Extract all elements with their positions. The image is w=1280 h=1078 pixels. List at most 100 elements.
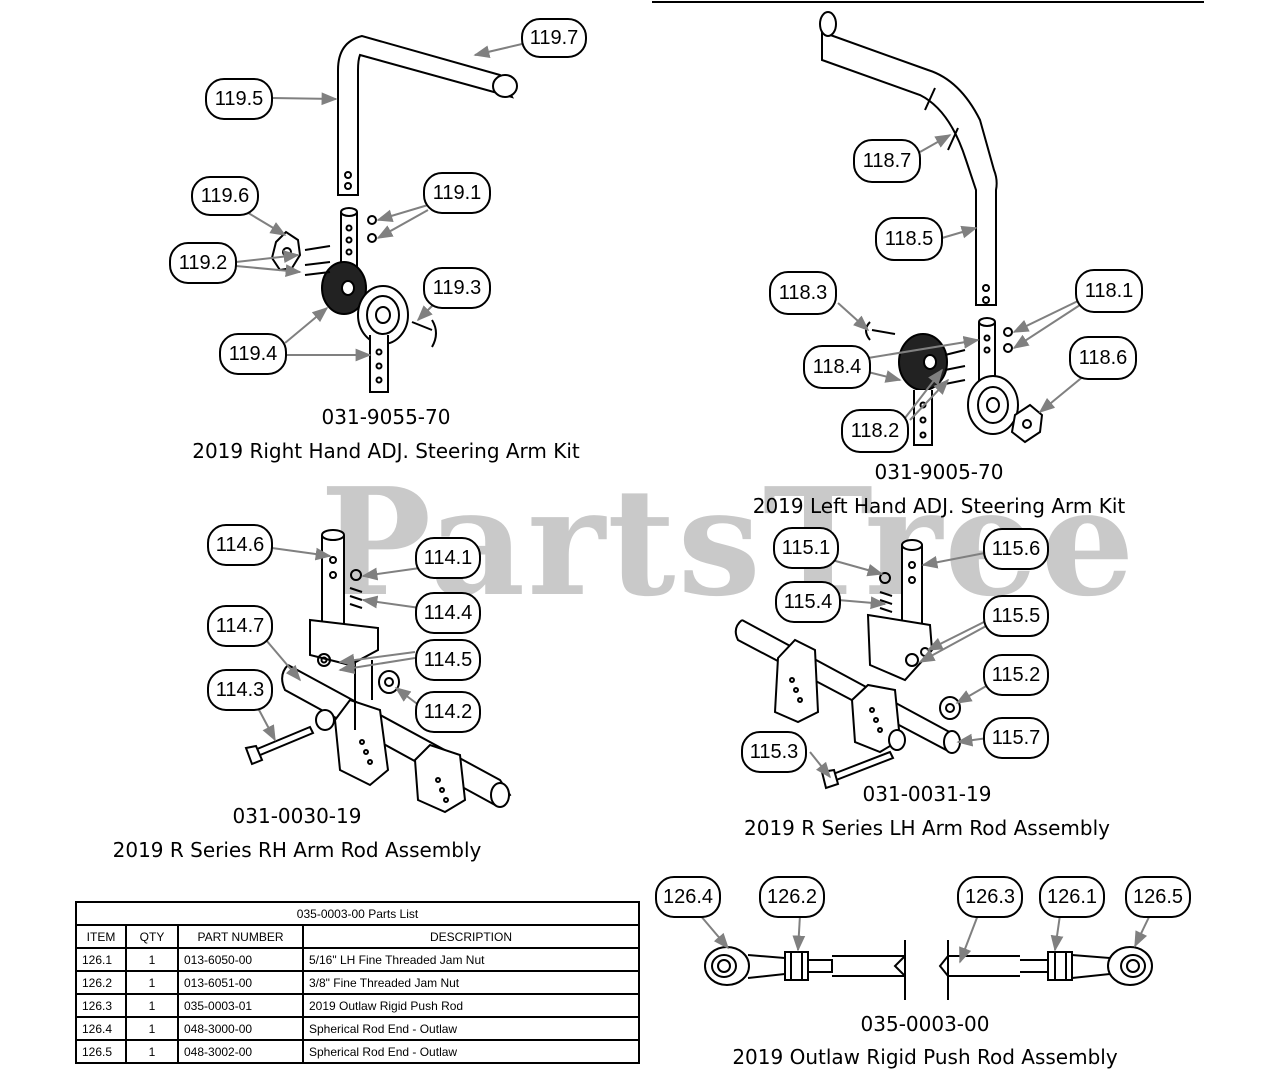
callout-119-5: 119.5 — [205, 78, 273, 120]
callout-label: 118.3 — [779, 282, 828, 304]
callout-114-1: 114.1 — [415, 537, 481, 579]
callout-label: 114.4 — [424, 602, 473, 624]
callout-119-7: 119.7 — [521, 18, 587, 58]
callout-114-5: 114.5 — [415, 639, 481, 681]
callout-126-1: 126.1 — [1039, 876, 1105, 918]
rh-rod-part-number: 031-0030-19 — [232, 804, 362, 828]
column-header-qty: QTY — [125, 924, 179, 949]
cell-item: 126.1 — [75, 947, 127, 972]
leader-lines — [235, 43, 1151, 964]
callout-115-5: 115.5 — [983, 595, 1049, 637]
cell-qty: 1 — [125, 1016, 179, 1041]
parts-list-table: 035-0003-00 Parts List ITEM QTY PART NUM… — [75, 901, 640, 1064]
lh-kit-part-number: 031-9005-70 — [874, 460, 1004, 484]
callout-label: 118.6 — [1079, 347, 1128, 369]
table-row: 126.1 1 013-6050-00 5/16" LH Fine Thread… — [75, 947, 640, 972]
table-row: 126.5 1 048-3002-00 Spherical Rod End - … — [75, 1039, 640, 1064]
cell-part-number: 013-6051-00 — [177, 970, 304, 995]
parts-list-title: 035-0003-00 Parts List — [75, 901, 640, 926]
lh-rod-part-number: 031-0031-19 — [862, 782, 992, 806]
callout-118-4: 118.4 — [803, 345, 871, 389]
callout-label: 118.1 — [1085, 280, 1134, 302]
callout-label: 115.7 — [992, 727, 1041, 749]
lh-kit-name: 2019 Left Hand ADJ. Steering Arm Kit — [752, 494, 1126, 518]
push-rod-drawing — [704, 940, 1153, 1000]
cell-part-number: 048-3002-00 — [177, 1039, 304, 1064]
callout-119-3: 119.3 — [423, 267, 491, 309]
callout-126-2: 126.2 — [759, 876, 825, 918]
callout-label: 114.5 — [424, 649, 473, 671]
column-header-part-number: PART NUMBER — [177, 924, 304, 949]
callout-126-3: 126.3 — [957, 876, 1023, 918]
cell-part-number: 048-3000-00 — [177, 1016, 304, 1041]
lh-arm-rod-drawing — [734, 539, 961, 790]
callout-115-4: 115.4 — [775, 581, 841, 623]
rh-kit-part-number: 031-9055-70 — [321, 405, 451, 429]
table-row: 126.2 1 013-6051-00 3/8" Fine Threaded J… — [75, 970, 640, 995]
callout-119-6: 119.6 — [191, 176, 259, 216]
callout-label: 118.2 — [851, 420, 900, 442]
cell-item: 126.3 — [75, 993, 127, 1018]
cell-description: 2019 Outlaw Rigid Push Rod — [302, 993, 640, 1018]
callout-label: 115.3 — [750, 741, 799, 763]
callout-label: 119.5 — [215, 88, 264, 110]
cell-qty: 1 — [125, 1039, 179, 1064]
callout-label: 118.4 — [813, 356, 862, 378]
callout-label: 126.2 — [767, 886, 817, 908]
callout-label: 115.2 — [992, 664, 1041, 686]
lh-rod-name: 2019 R Series LH Arm Rod Assembly — [744, 816, 1110, 840]
callout-label: 119.4 — [229, 343, 278, 365]
callouts: 119.7 119.5 119.6 119.1 119.2 119.3 119.… — [169, 18, 1191, 918]
callout-119-1: 119.1 — [423, 172, 491, 214]
callout-label: 115.5 — [992, 605, 1041, 627]
callout-115-2: 115.2 — [983, 654, 1049, 696]
callout-label: 126.3 — [965, 886, 1015, 908]
callout-119-2: 119.2 — [169, 242, 237, 284]
callout-label: 114.3 — [216, 679, 265, 701]
cell-part-number: 013-6050-00 — [177, 947, 304, 972]
cell-item: 126.2 — [75, 970, 127, 995]
callout-label: 119.3 — [433, 277, 482, 299]
rh-kit-name: 2019 Right Hand ADJ. Steering Arm Kit — [192, 439, 580, 463]
callout-118-6: 118.6 — [1069, 336, 1137, 380]
cell-qty: 1 — [125, 947, 179, 972]
cell-part-number: 035-0003-01 — [177, 993, 304, 1018]
callout-label: 119.1 — [433, 182, 482, 204]
push-rod-part-number: 035-0003-00 — [860, 1012, 990, 1036]
column-header-item: ITEM — [75, 924, 127, 949]
push-rod-name: 2019 Outlaw Rigid Push Rod Assembly — [732, 1045, 1118, 1069]
callout-118-7: 118.7 — [853, 139, 921, 183]
table-row: 126.4 1 048-3000-00 Spherical Rod End - … — [75, 1016, 640, 1041]
callout-118-1: 118.1 — [1075, 269, 1143, 313]
callout-label: 126.5 — [1133, 886, 1183, 908]
callout-label: 126.1 — [1047, 886, 1097, 908]
callout-label: 115.1 — [782, 537, 831, 559]
callout-label: 114.7 — [216, 615, 265, 637]
callout-114-6: 114.6 — [207, 524, 273, 566]
callout-118-5: 118.5 — [875, 217, 943, 261]
callout-115-1: 115.1 — [773, 527, 839, 569]
callout-114-3: 114.3 — [207, 669, 273, 711]
callout-126-4: 126.4 — [655, 876, 721, 918]
callout-label: 114.6 — [216, 534, 265, 556]
callout-label: 114.2 — [424, 701, 473, 723]
cell-qty: 1 — [125, 993, 179, 1018]
cell-qty: 1 — [125, 970, 179, 995]
callout-118-2: 118.2 — [841, 409, 909, 453]
callout-label: 119.2 — [179, 252, 228, 274]
callout-label: 119.7 — [530, 27, 579, 49]
callout-114-4: 114.4 — [415, 592, 481, 634]
callout-label: 126.4 — [663, 886, 713, 908]
cell-item: 126.5 — [75, 1039, 127, 1064]
cell-description: Spherical Rod End - Outlaw — [302, 1016, 640, 1041]
callout-label: 115.4 — [784, 591, 833, 613]
callout-label: 119.6 — [201, 185, 250, 207]
rh-steering-arm-drawing — [270, 34, 518, 393]
callout-label: 118.7 — [863, 150, 912, 172]
callout-126-5: 126.5 — [1125, 876, 1191, 918]
callout-115-3: 115.3 — [741, 731, 807, 773]
callout-114-2: 114.2 — [415, 691, 481, 733]
callout-114-7: 114.7 — [207, 605, 273, 647]
cell-description: 3/8" Fine Threaded Jam Nut — [302, 970, 640, 995]
